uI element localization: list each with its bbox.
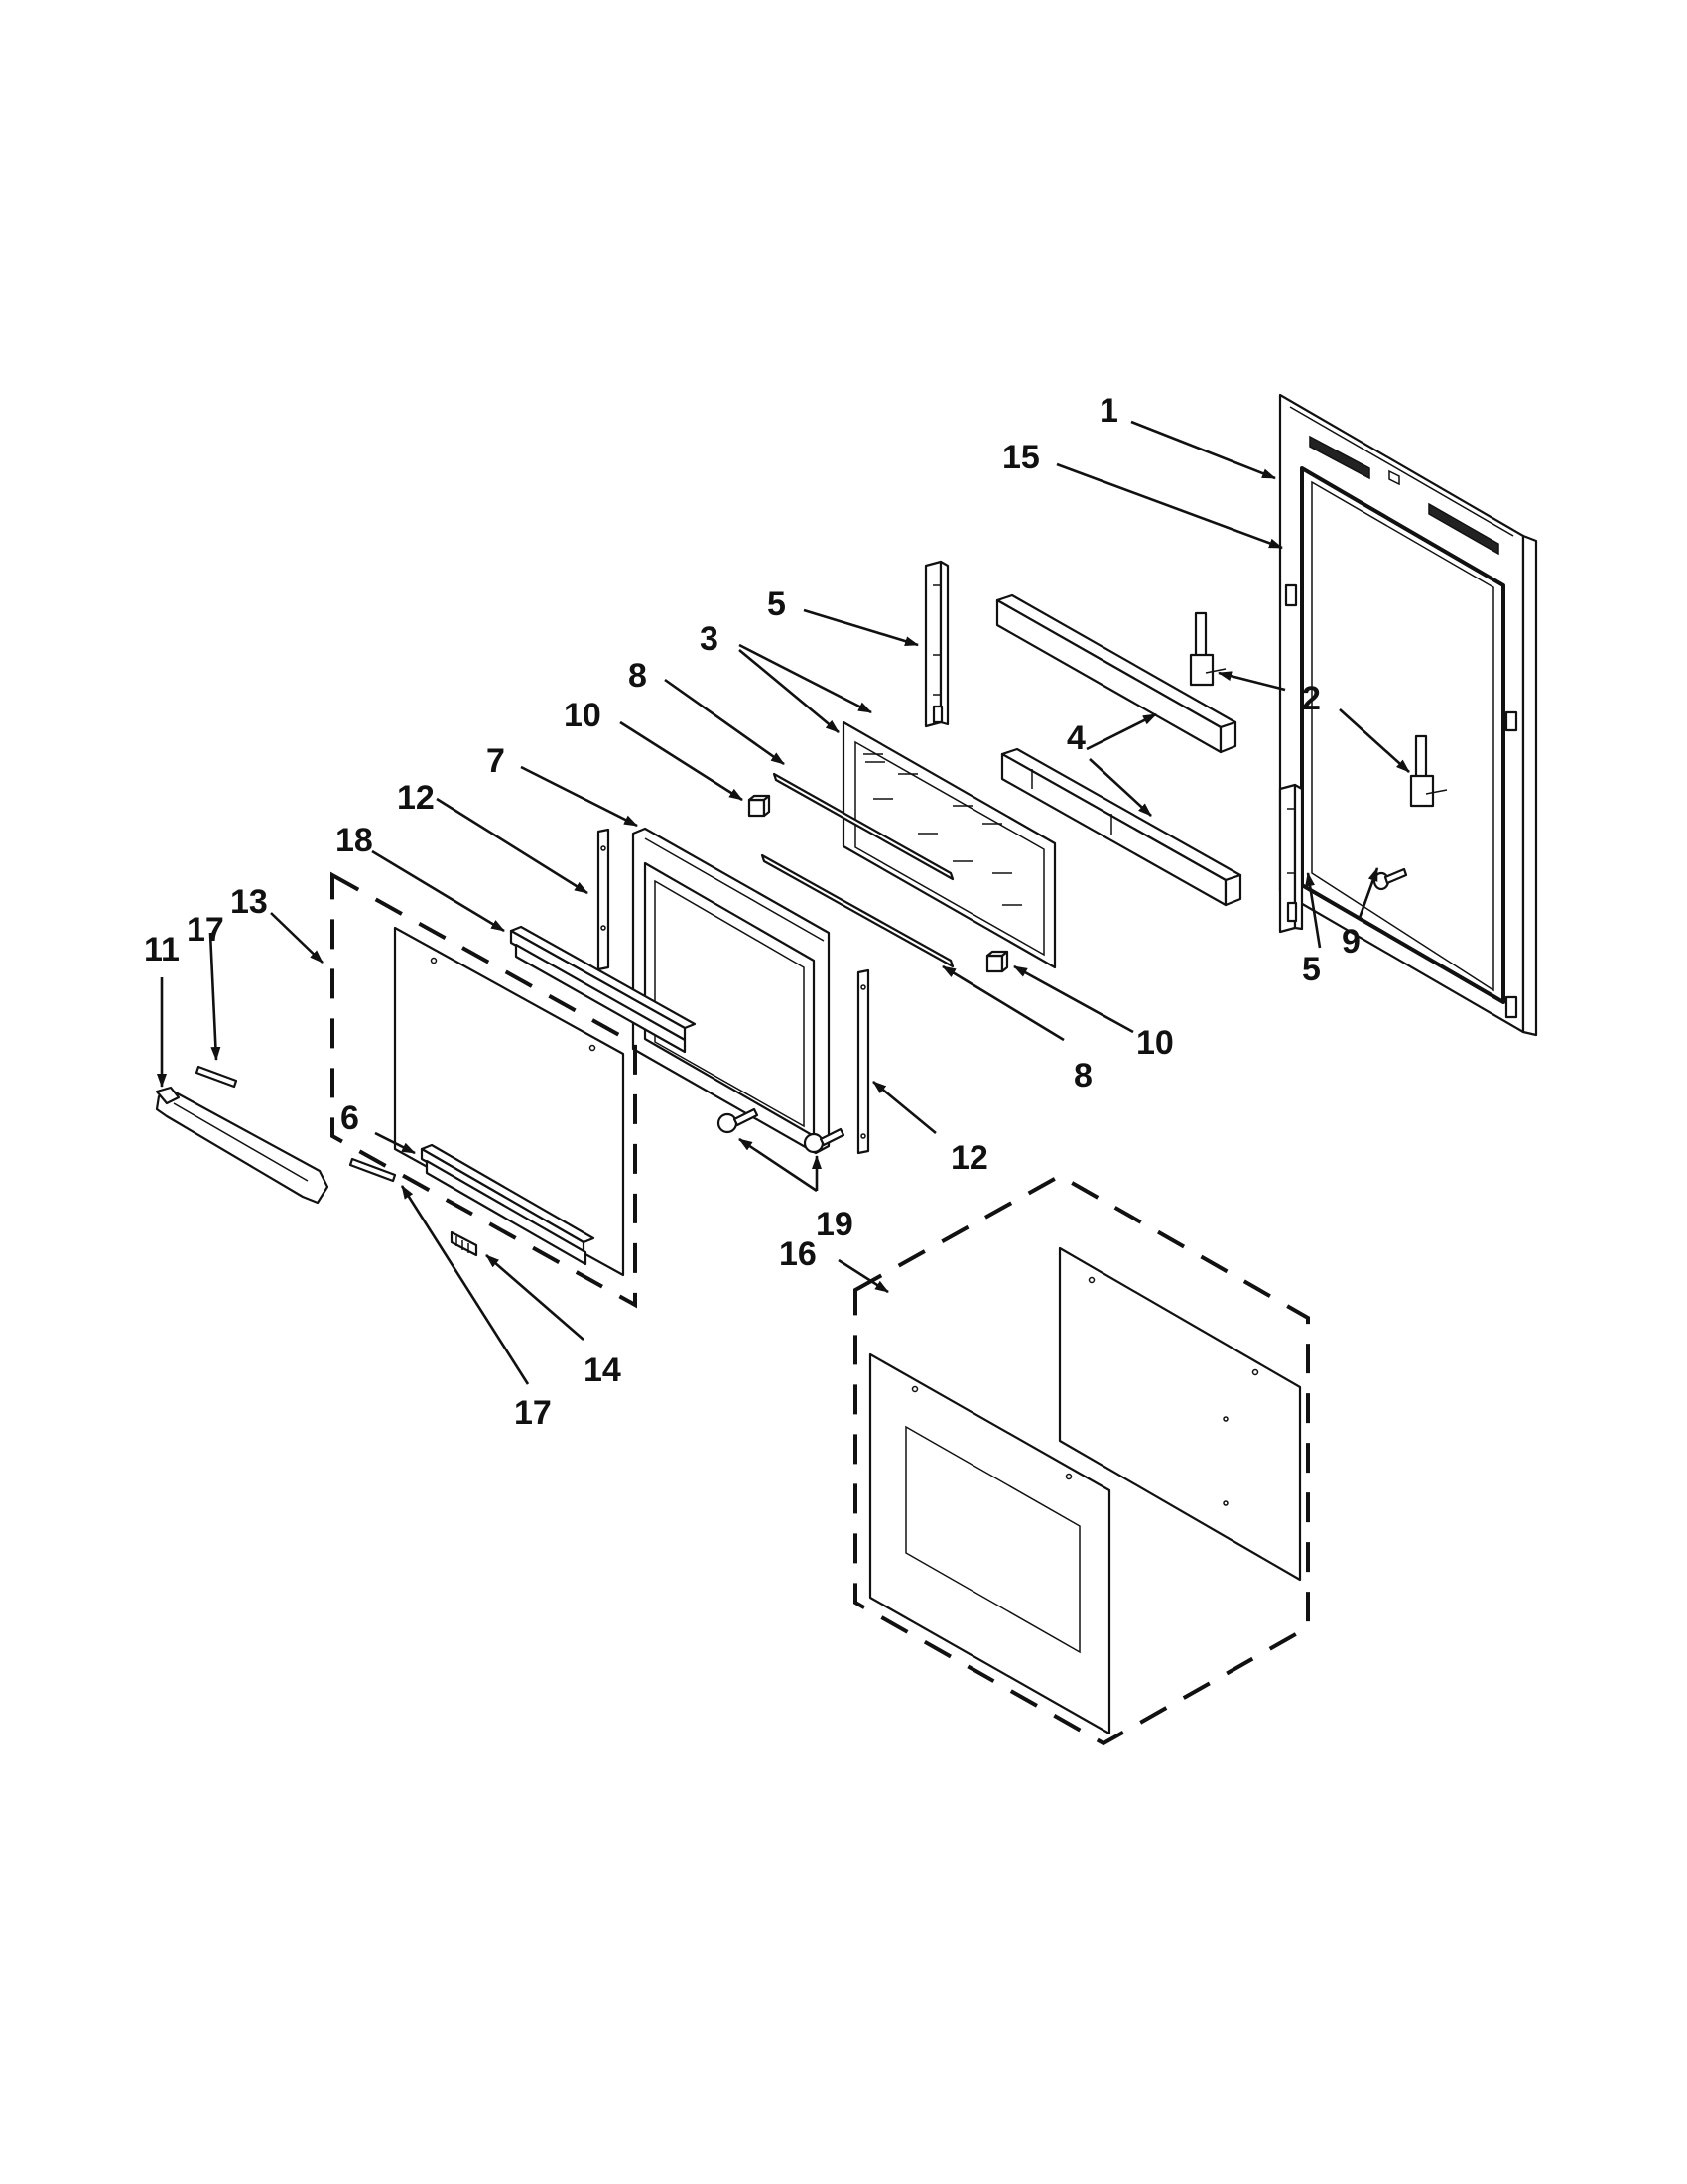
hinge-channel-lower bbox=[1278, 783, 1304, 934]
inner-door-panel bbox=[1278, 393, 1538, 1037]
callout-12-upper: 12 bbox=[397, 779, 435, 817]
callout-10-lower: 10 bbox=[1136, 1024, 1174, 1062]
door-handle bbox=[155, 1086, 329, 1205]
screw-right bbox=[803, 1127, 845, 1154]
outer-glass-assembly bbox=[330, 871, 637, 1309]
side-bracket-right bbox=[856, 968, 870, 1155]
callout-7: 7 bbox=[486, 742, 505, 780]
top-channel bbox=[509, 925, 697, 1054]
spacer-block-upper bbox=[747, 794, 771, 818]
bottom-channel bbox=[420, 1143, 595, 1266]
side-bracket-left bbox=[596, 828, 610, 971]
screw-left bbox=[716, 1107, 759, 1134]
callout-3: 3 bbox=[700, 620, 718, 658]
spacer-strip-upper bbox=[195, 1065, 238, 1089]
callout-4: 4 bbox=[1067, 719, 1086, 757]
callout-16: 16 bbox=[779, 1235, 817, 1273]
hinge-lower bbox=[1409, 734, 1448, 808]
hinge-channel-upper bbox=[924, 560, 950, 728]
middle-glass-pane bbox=[842, 720, 1057, 969]
callout-labels: 1 15 5 3 8 10 7 12 18 13 17 11 2 4 9 5 1… bbox=[144, 392, 1361, 1432]
door-spacer-top bbox=[995, 593, 1237, 754]
callout-8-lower: 8 bbox=[1074, 1057, 1093, 1094]
door-spacer-bottom bbox=[1000, 747, 1242, 907]
vent-badge bbox=[450, 1230, 478, 1257]
outer-door-panel-assembly bbox=[853, 1173, 1310, 1746]
glass-trim-strip-upper bbox=[772, 772, 955, 881]
callout-13: 13 bbox=[230, 883, 268, 921]
spacer-block-lower bbox=[985, 950, 1009, 973]
door-frame bbox=[631, 827, 831, 1155]
callout-9: 9 bbox=[1342, 923, 1361, 961]
callout-11: 11 bbox=[144, 931, 180, 968]
callout-15: 15 bbox=[1002, 439, 1040, 476]
callout-6: 6 bbox=[340, 1099, 359, 1137]
callout-12-lower: 12 bbox=[951, 1139, 988, 1177]
callout-5-lower: 5 bbox=[1302, 951, 1321, 988]
callout-5-upper: 5 bbox=[767, 585, 786, 623]
leader-lines bbox=[157, 420, 1410, 1385]
callout-14: 14 bbox=[584, 1351, 621, 1389]
callout-1: 1 bbox=[1100, 392, 1118, 430]
hinge-upper bbox=[1189, 611, 1227, 687]
callout-17-upper: 17 bbox=[187, 911, 224, 949]
callout-18: 18 bbox=[335, 822, 373, 859]
spacer-strip-lower bbox=[348, 1157, 397, 1183]
callout-10-upper: 10 bbox=[564, 697, 601, 734]
callout-2: 2 bbox=[1302, 680, 1321, 717]
callout-19: 19 bbox=[816, 1206, 853, 1243]
callout-8-upper: 8 bbox=[628, 657, 647, 695]
callout-17-lower: 17 bbox=[514, 1394, 552, 1432]
